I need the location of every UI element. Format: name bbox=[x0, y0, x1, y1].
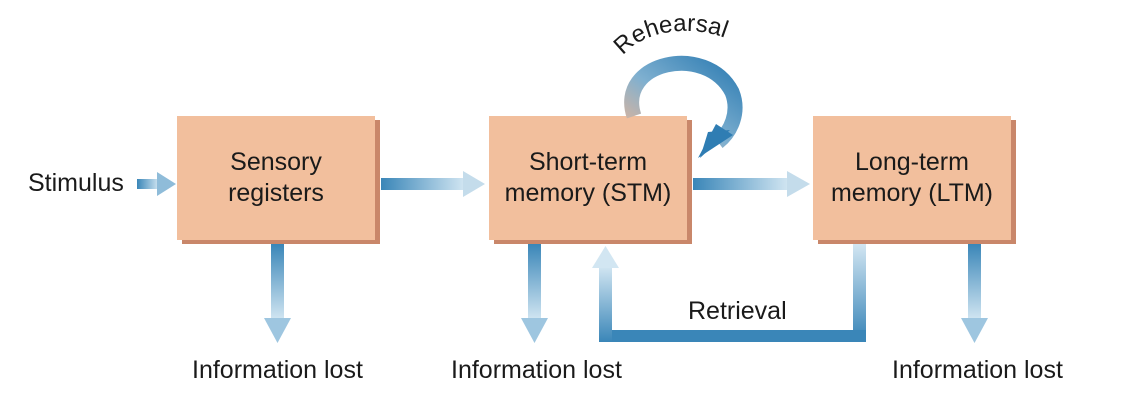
rehearsal-label: Rehearsal bbox=[609, 10, 732, 60]
stm-line1: Short-term bbox=[529, 148, 647, 176]
ltm-box: Long-term memory (LTM) bbox=[813, 116, 1016, 244]
sensory-line1: Sensory bbox=[230, 148, 322, 176]
stm-box: Short-term memory (STM) bbox=[489, 116, 692, 244]
retrieval-label: Retrieval bbox=[688, 297, 787, 325]
stimulus-arrow bbox=[137, 172, 176, 196]
stm-line2: memory (STM) bbox=[505, 179, 672, 207]
retrieval-arrow bbox=[592, 244, 866, 342]
stm-loss-arrow bbox=[521, 244, 548, 343]
ltm-line1: Long-term bbox=[855, 148, 969, 176]
sensory-line2: registers bbox=[228, 179, 324, 207]
sensory-loss-arrow bbox=[264, 244, 291, 343]
rehearsal-loop-arrow bbox=[624, 55, 743, 158]
sensory-loss-label: Information lost bbox=[192, 356, 363, 384]
stm-to-ltm-arrow bbox=[693, 171, 810, 197]
sensory-registers-box: Sensory registers bbox=[177, 116, 380, 244]
ltm-loss-label: Information lost bbox=[892, 356, 1063, 384]
sensory-to-stm-arrow bbox=[381, 171, 485, 197]
ltm-line2: memory (LTM) bbox=[831, 179, 993, 207]
ltm-loss-arrow bbox=[961, 244, 988, 343]
stm-loss-label: Information lost bbox=[451, 356, 622, 384]
rehearsal-label-path: Rehearsal bbox=[609, 10, 732, 60]
stimulus-label: Stimulus bbox=[28, 169, 124, 197]
